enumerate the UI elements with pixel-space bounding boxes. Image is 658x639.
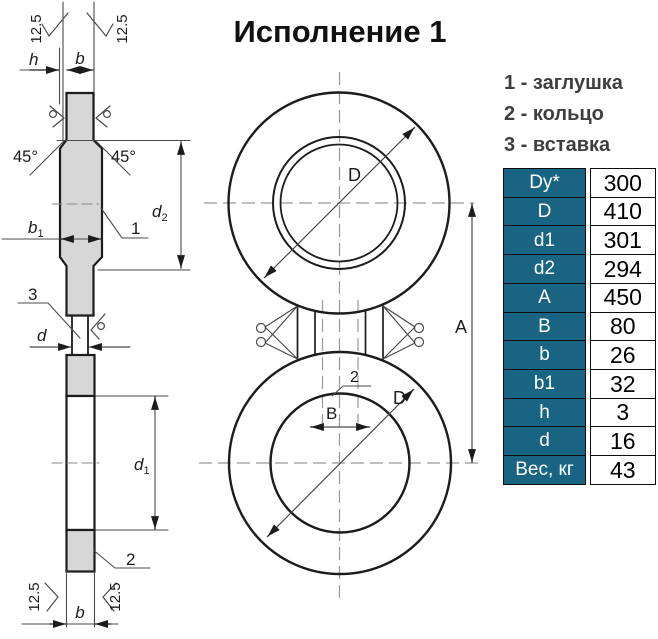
roughness-circle-mark [90, 313, 106, 340]
roughness-mark [44, 582, 117, 612]
dim-label-b-bottom: b [75, 603, 84, 622]
page-title: Исполнение 1 [233, 14, 447, 49]
leader-part3 [17, 302, 81, 339]
value-cell: 16 [589, 426, 656, 457]
value-cell: 294 [589, 254, 656, 285]
value-cell: 26 [589, 340, 656, 371]
dim-arrow-D [401, 389, 414, 402]
dim-label-d: d [37, 326, 47, 345]
part2-label: 2 [126, 550, 135, 569]
parts-legend: 1 - заглушка 2 - кольцо 3 - вставка [504, 68, 623, 161]
legend-item-1: 1 - заглушка [504, 72, 623, 94]
roughness-label: 12.5 [114, 14, 131, 43]
value-cell: 3 [589, 397, 656, 428]
blind-inner-circle [272, 136, 406, 270]
dim-arrow-D [264, 265, 277, 278]
dim-line-D-top [263, 126, 416, 279]
connecting-web [296, 305, 384, 361]
dim-arrow-D [402, 127, 415, 140]
leader-part1 [100, 207, 149, 239]
ring-inner-circle [269, 392, 411, 534]
extension-lines-bottom [21, 395, 169, 628]
value-cell: 32 [589, 368, 656, 400]
value-cell: 43 [589, 455, 656, 486]
part3-label: 3 [28, 285, 37, 304]
technical-drawing: 12.5 12.5 h b 45° 45° [1, 1, 483, 628]
param-cell: A [503, 282, 586, 314]
dim-line-D-bottom [266, 388, 415, 538]
chamfer-angle-label: 45° [111, 148, 136, 166]
legend-item-2: 2 - кольцо [504, 103, 604, 125]
dim-label-b-top: b [75, 49, 84, 68]
blind-seat-circle [279, 143, 399, 263]
leader-part2 [93, 550, 151, 569]
dim-arrow-D [267, 524, 280, 537]
leader-part2-front [331, 385, 371, 397]
blind-outer-circle [227, 91, 451, 315]
param-cell: h [503, 397, 586, 428]
param-cell: Вес, кг [503, 455, 586, 486]
side-view-drawing: 12.5 12.5 h b 45° 45° [1, 1, 191, 628]
dim-label-h: h [29, 50, 38, 69]
ring-outer-circle [227, 350, 453, 576]
dim-label-A: A [455, 317, 467, 337]
chamfer-lines [29, 139, 191, 271]
dim-label-b1: b1 [28, 218, 44, 240]
param-cell: B [503, 311, 586, 342]
roughness-circle-mark [48, 105, 111, 128]
value-cell: 450 [589, 282, 656, 314]
param-cell: b1 [503, 368, 586, 400]
dim-label-d1: d1 [134, 455, 150, 477]
value-cell: 301 [589, 225, 656, 256]
legend-item-3: 3 - вставка [504, 134, 611, 156]
ring-block-part2 [65, 528, 96, 573]
param-cell: d2 [503, 254, 586, 285]
plug-body-section [58, 91, 104, 317]
roughness-label: 12.5 [107, 582, 124, 611]
dim-label-B: B [326, 404, 337, 423]
insert-section [71, 314, 89, 356]
param-cell: b [503, 340, 586, 371]
param-cell: d1 [503, 225, 586, 256]
wire-seal-loops [255, 305, 425, 360]
table-row: Dy*300 [503, 168, 656, 199]
dim-label-D-top: D [348, 165, 361, 185]
value-cell: 410 [589, 196, 656, 227]
part2-label-front: 2 [350, 369, 359, 386]
roughness-label: 12.5 [28, 14, 45, 43]
value-cell: 80 [589, 311, 656, 342]
dim-label-d2: d2 [152, 202, 168, 224]
ring-top-block [65, 353, 96, 398]
dim-label-D-bottom: D [393, 388, 406, 408]
value-cell: 300 [589, 168, 656, 199]
roughness-label: 12.5 [26, 582, 43, 611]
chamfer-angle-label: 45° [13, 148, 38, 166]
param-cell: d [503, 426, 586, 457]
part1-label: 1 [131, 219, 140, 238]
roughness-mark [41, 12, 114, 38]
front-view-drawing: D D B A 2 [199, 72, 483, 598]
param-cell: D [503, 196, 586, 227]
param-cell: Dy* [503, 168, 586, 199]
